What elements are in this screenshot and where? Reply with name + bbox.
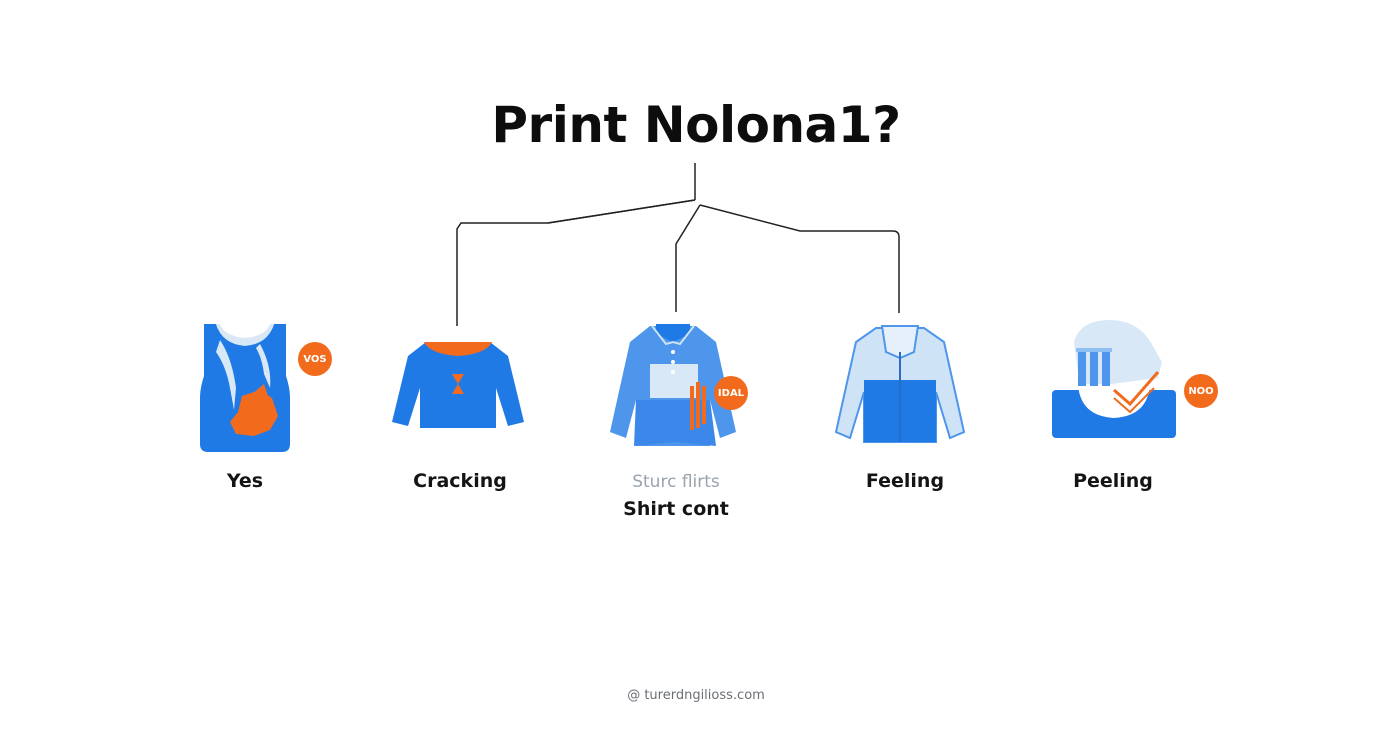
badge-shirt: IDAL: [714, 376, 748, 410]
node-label-feeling: Feeling: [865, 470, 945, 492]
tank-top-stained-icon: [200, 324, 290, 452]
badge-peeling: NOO: [1184, 374, 1218, 408]
connector-cracking-junction: [547, 199, 696, 224]
node-label-shirt-faded: Sturc flirts: [632, 472, 720, 492]
source-footer: @ turerdngilioss.com: [627, 688, 765, 703]
jacket-icon: [834, 325, 966, 443]
connector-shirt: [675, 204, 701, 312]
node-label-yes: Yes: [226, 470, 264, 492]
badge-yes: VOS: [298, 342, 332, 376]
node-label-peeling: Peeling: [1073, 470, 1153, 492]
node-shirt[interactable]: IDAL: [606, 320, 756, 454]
sweater-icon: [392, 342, 524, 428]
node-peeling[interactable]: NOO: [1050, 318, 1222, 442]
node-sublabel-shirt: Shirt cont: [623, 498, 729, 520]
node-cracking[interactable]: [390, 338, 526, 434]
long-sleeve-shirt-icon: [610, 324, 736, 446]
node-yes[interactable]: VOS: [190, 318, 340, 458]
node-feeling[interactable]: [830, 322, 970, 446]
peeling-print-icon: [1052, 320, 1176, 438]
connector-feeling: [699, 204, 900, 313]
diagram-title: Print Nolona1?: [491, 96, 901, 154]
node-label-cracking: Cracking: [413, 470, 507, 492]
